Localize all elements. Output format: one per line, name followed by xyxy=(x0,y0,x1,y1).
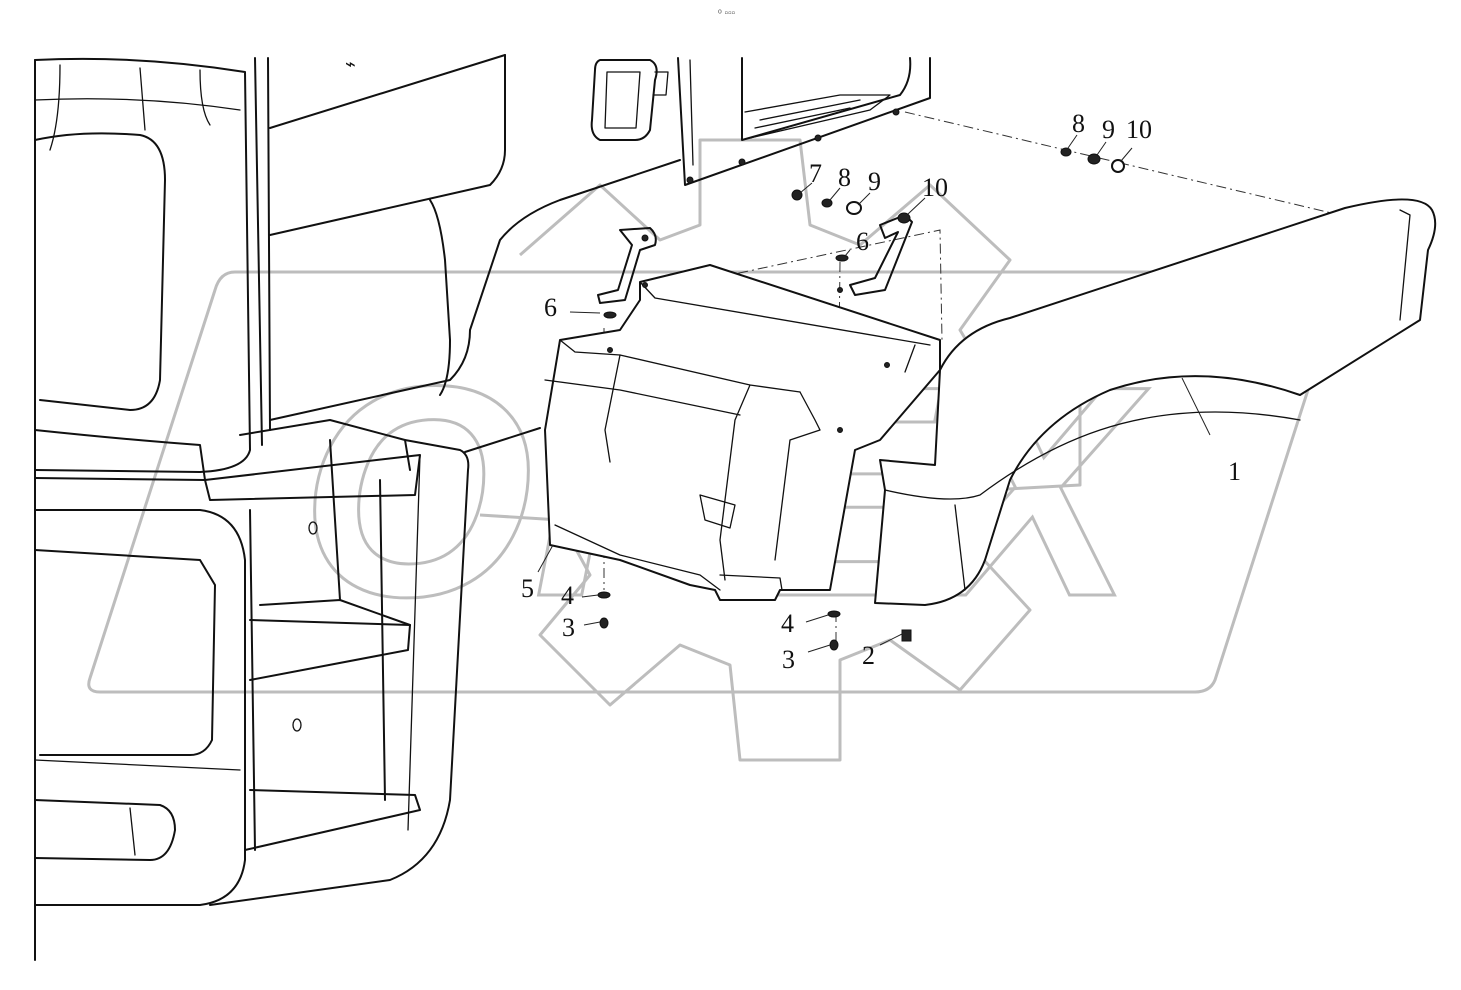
part-8-nut-a xyxy=(821,198,833,208)
cab-front: ⌁ xyxy=(34,54,506,961)
part-2-clip xyxy=(901,629,912,642)
hardware-parts xyxy=(597,147,1125,651)
callout-8-lower: 8 xyxy=(838,163,851,192)
callout-4-right: 4 xyxy=(781,609,794,638)
part-3-bolt-b xyxy=(829,639,839,651)
callout-8-upper: 8 xyxy=(1072,109,1085,138)
callout-6-right: 6 xyxy=(856,227,869,256)
leader-lines xyxy=(537,134,1211,653)
part-9-washer-b xyxy=(1087,153,1101,165)
callout-7: 7 xyxy=(809,159,822,188)
callout-5: 5 xyxy=(521,574,534,603)
callout-1: 1 xyxy=(1228,457,1241,486)
callouts: 1 2 3 3 4 4 5 6 6 7 8 8 9 9 10 10 xyxy=(521,109,1241,674)
part-10-nut-b xyxy=(1111,159,1125,173)
callout-9-upper: 9 xyxy=(1102,115,1115,144)
callout-3-left: 3 xyxy=(562,613,575,642)
part-8-nut-b xyxy=(1060,147,1072,157)
part-3-bolt-a xyxy=(599,617,609,629)
callout-10-upper: 10 xyxy=(1126,115,1152,144)
cab-side xyxy=(269,54,931,421)
callout-6-left: 6 xyxy=(544,293,557,322)
steps-assembly xyxy=(204,419,541,906)
callout-9-lower: 9 xyxy=(868,167,881,196)
part-1-fender xyxy=(874,198,1437,606)
callout-3-right: 3 xyxy=(782,645,795,674)
part-7-bolt xyxy=(791,189,803,201)
part-6-spacer-b xyxy=(835,254,849,262)
cab-emblem: ⌁ xyxy=(345,54,356,74)
callout-10-lower: 10 xyxy=(922,173,948,202)
header-mark: ᵒ ▫▫▫ xyxy=(718,8,735,19)
part-9-washer-a xyxy=(846,201,862,215)
callout-4-left: 4 xyxy=(561,581,574,610)
part-4-washer-b xyxy=(827,610,841,618)
part-10-nut-a xyxy=(897,212,911,224)
part-6-spacer-a xyxy=(603,311,617,319)
callout-2: 2 xyxy=(862,641,875,670)
part-4-washer-a xyxy=(597,591,611,599)
